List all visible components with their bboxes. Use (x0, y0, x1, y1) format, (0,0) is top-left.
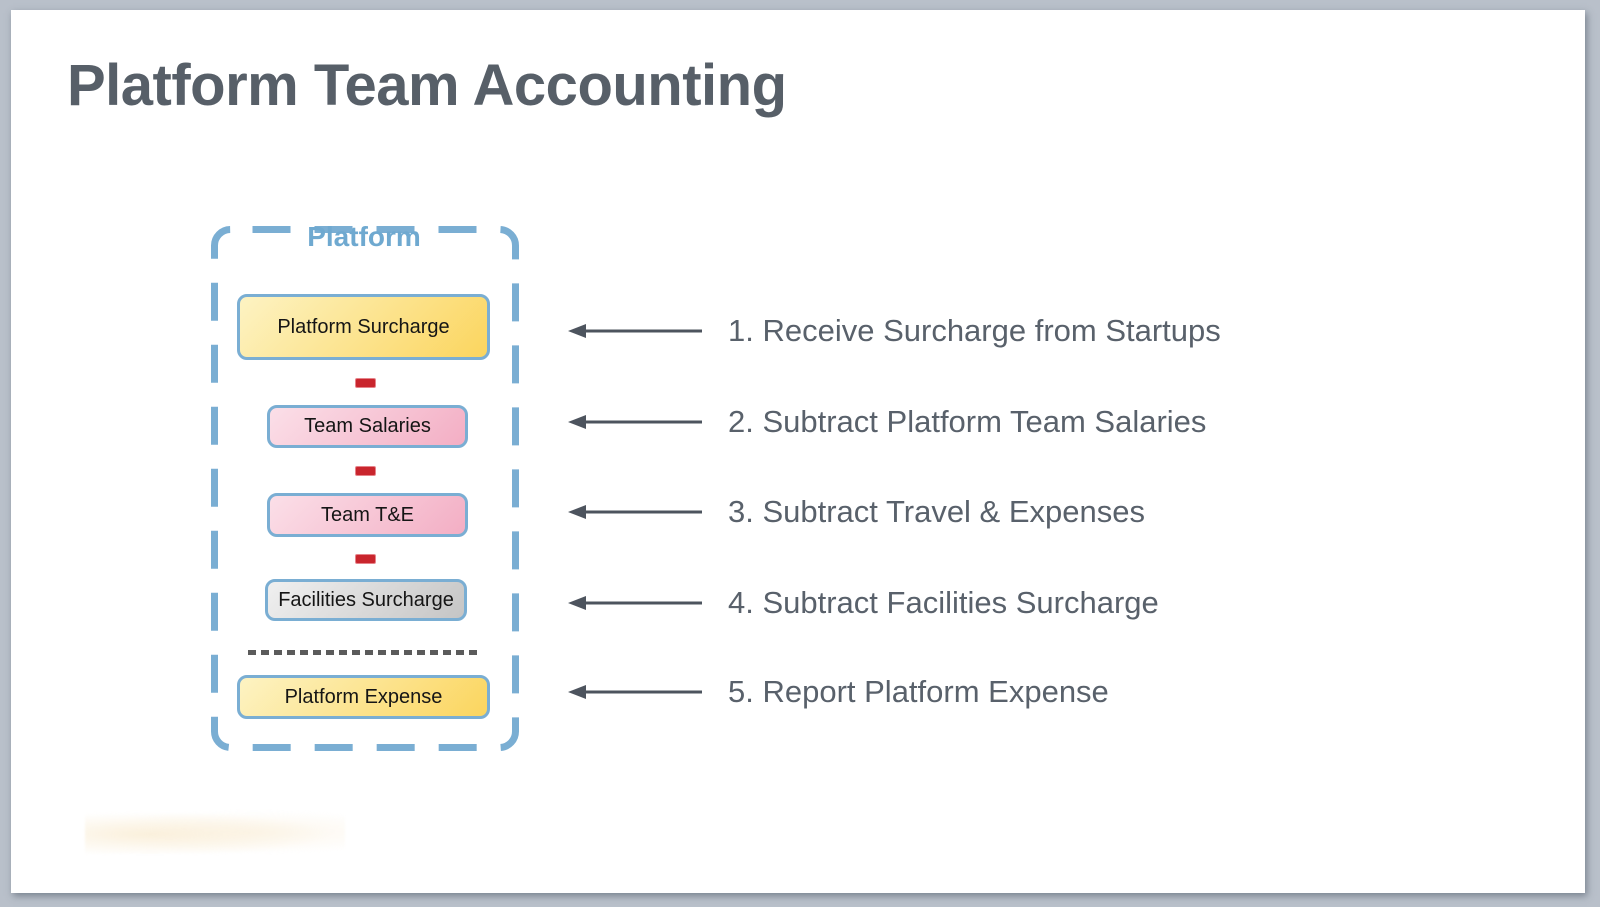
step-item-2: 2. Subtract Platform Team Salaries (728, 404, 1207, 439)
flow-box-label: Team T&E (321, 503, 414, 526)
left-arrow-icon (568, 685, 702, 699)
flow-box-label: Team Salaries (304, 415, 431, 437)
flow-box-team-salaries: Team Salaries (267, 405, 468, 448)
left-arrow-icon (568, 415, 702, 429)
dashed-divider (248, 650, 478, 655)
slide-canvas: Platform Team Accounting Platform Platfo… (11, 10, 1585, 893)
left-arrow-icon (568, 505, 702, 519)
flow-box-label: Platform Surcharge (277, 315, 450, 338)
platform-container-label: Platform (307, 221, 421, 252)
minus-icon (355, 554, 376, 564)
left-arrow-icon (568, 596, 702, 610)
left-arrow-icon (568, 324, 702, 338)
flow-box-team-te: Team T&E (267, 493, 468, 537)
flow-box-label: Facilities Surcharge (278, 588, 454, 611)
page-title: Platform Team Accounting (67, 53, 787, 118)
flow-box-label: Platform Expense (284, 685, 443, 708)
step-item-1: 1. Receive Surcharge from Startups (728, 313, 1221, 348)
platform-dashed-border (211, 226, 519, 751)
step-item-3: 3. Subtract Travel & Expenses (728, 494, 1145, 529)
flow-box-platform-expense: Platform Expense (237, 675, 490, 719)
flow-box-facilities-surcharge: Facilities Surcharge (265, 579, 467, 621)
step-item-5: 5. Report Platform Expense (728, 674, 1109, 709)
flow-box-platform-surcharge: Platform Surcharge (237, 294, 490, 360)
minus-icon (355, 466, 376, 476)
minus-icon (355, 378, 376, 388)
step-item-4: 4. Subtract Facilities Surcharge (728, 585, 1159, 620)
watermark-logo (85, 810, 345, 854)
